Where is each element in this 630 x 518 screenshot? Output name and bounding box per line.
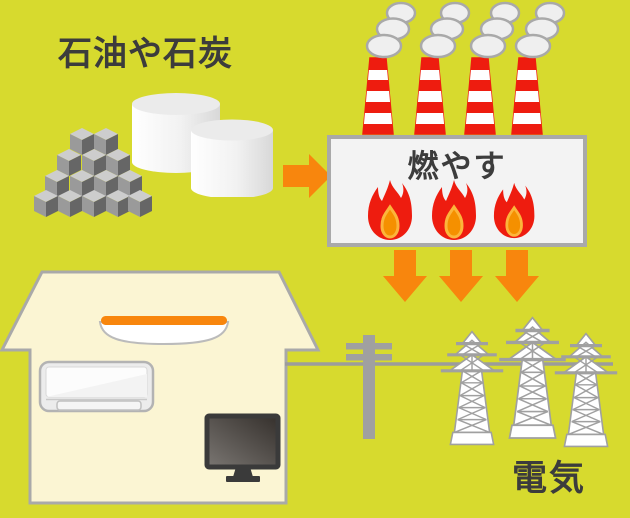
electricity-label: 電気	[512, 459, 587, 498]
ceiling-light-icon	[98, 316, 230, 346]
transmission-towers-icon	[438, 314, 624, 461]
air-conditioner-icon	[38, 360, 155, 413]
pylon-middle	[497, 316, 568, 440]
power-line-icon	[283, 335, 615, 450]
pylon-left	[439, 330, 505, 446]
smoke-icon	[469, 1, 521, 59]
burn-label: 燃やす	[407, 149, 507, 184]
flames-icon	[331, 175, 583, 243]
chimney-icon	[511, 58, 543, 134]
pylon-right	[553, 332, 619, 448]
smoke-icon	[365, 1, 417, 59]
chimney-icon	[464, 58, 496, 134]
arrow-right-icon	[283, 153, 333, 204]
smoke-icon	[514, 1, 566, 59]
oil-tanks-icon	[125, 82, 290, 202]
chimneys-smoke-icon	[350, 0, 570, 141]
down-arrows-icon	[380, 248, 542, 311]
tv-icon	[204, 413, 281, 482]
furnace-box: 燃やす	[327, 135, 587, 247]
chimney-icon	[362, 58, 394, 134]
oil-tank-front	[191, 119, 273, 199]
smoke-icon	[419, 1, 471, 59]
chimney-icon	[414, 58, 446, 134]
house-icon	[0, 270, 322, 511]
utility-pole-icon	[346, 335, 392, 439]
fuel-label: 石油や石炭	[58, 35, 233, 73]
